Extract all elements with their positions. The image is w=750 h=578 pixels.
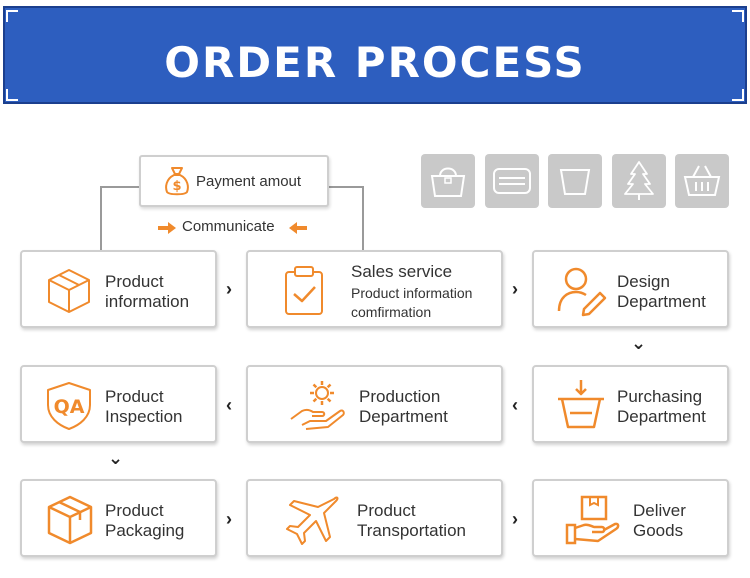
gear-hand-icon (290, 381, 345, 430)
chevron-right-icon: › (226, 509, 232, 529)
step-sales-service: Sales service Product information comfir… (246, 250, 503, 328)
step-label-line1: Product (105, 501, 164, 520)
wallet-icon (485, 154, 539, 208)
step-deliver-goods: Deliver Goods (532, 479, 729, 557)
step-product-information: Product information (20, 250, 217, 328)
purchase-basket-icon (558, 380, 604, 429)
step-label-line1: Deliver (633, 501, 686, 520)
step-purchasing-department: Purchasing Department (532, 365, 729, 443)
step-production-department: Production Department (246, 365, 503, 443)
step-label: Product Inspection (105, 387, 183, 427)
cube-icon (48, 269, 90, 313)
connector-line (100, 186, 139, 188)
handbag-icon (421, 154, 475, 208)
step-label-line2: Packaging (105, 521, 185, 540)
step-label-line1: Product (105, 387, 164, 406)
chevron-right-icon: › (226, 279, 232, 299)
basket-icon (675, 154, 729, 208)
connector-line (329, 186, 364, 188)
money-bag-icon: $ (165, 167, 189, 196)
chevron-down-icon: ⌄ (108, 448, 124, 468)
step-label-line2: Department (617, 292, 706, 311)
step-sub-line2: comfirmation (351, 304, 432, 320)
step-label-line2: Department (359, 407, 448, 426)
step-product-packaging: Product Packaging (20, 479, 217, 557)
arrow-right-icon (158, 222, 176, 234)
step-label-line2: Transportation (357, 521, 466, 540)
connector-line (100, 186, 102, 250)
chevron-right-icon: › (512, 279, 518, 299)
step-label-line1: Product (105, 272, 164, 291)
corner-decoration (6, 89, 18, 101)
package-box-icon (47, 495, 93, 545)
chevron-right-icon: › (512, 509, 518, 529)
step-label: Design Department (617, 272, 706, 312)
step-label-line2: information (105, 292, 190, 311)
header-panel: ORDER PROCESS (3, 6, 747, 104)
connector-line (362, 186, 364, 250)
step-product-inspection: QA Product Inspection (20, 365, 217, 443)
bucket-icon (548, 154, 602, 208)
step-design-department: Design Department (532, 250, 729, 328)
step-label: Production Department (359, 387, 448, 427)
step-product-transportation: Product Transportation (246, 479, 503, 557)
step-label-line1: Product (357, 501, 416, 520)
step-label: Purchasing Department (617, 387, 706, 427)
step-label: Deliver Goods (633, 501, 686, 541)
corner-decoration (6, 10, 18, 22)
hand-box-icon (565, 495, 620, 545)
corner-decoration (732, 89, 744, 101)
chevron-down-icon: ⌄ (631, 333, 647, 353)
chevron-left-icon: ‹ (512, 395, 518, 415)
step-label-line2: Department (617, 407, 706, 426)
step-label-line1: Design (617, 272, 670, 291)
step-sub: Product information comfirmation (351, 284, 472, 322)
airplane-icon (286, 496, 339, 545)
designer-icon (557, 267, 607, 317)
svg-text:$: $ (172, 179, 181, 194)
step-label: Product Transportation (357, 501, 466, 541)
payment-label: Payment amout (196, 173, 302, 190)
step-label-line1: Production (359, 387, 441, 406)
header-banner: ORDER PROCESS (0, 0, 750, 107)
svg-text:QA: QA (54, 396, 85, 418)
page-title: ORDER PROCESS (164, 38, 586, 87)
step-label-line2: Goods (633, 521, 684, 540)
chevron-left-icon: ‹ (226, 395, 232, 415)
step-label: Product information (105, 272, 189, 312)
clipboard-check-icon (285, 266, 323, 315)
payment-box: $ Payment amout (139, 155, 329, 207)
communicate-label: Communicate (182, 218, 275, 235)
corner-decoration (732, 10, 744, 22)
arrow-left-icon (289, 222, 307, 234)
qa-shield-icon: QA (47, 382, 91, 430)
step-label-line2: Inspection (105, 407, 183, 426)
step-sub-line1: Product information (351, 285, 473, 301)
step-title: Sales service (351, 262, 453, 281)
step-label-line1: Purchasing (617, 387, 703, 406)
christmas-tree-icon (612, 154, 666, 208)
step-label: Product Packaging (105, 501, 184, 541)
